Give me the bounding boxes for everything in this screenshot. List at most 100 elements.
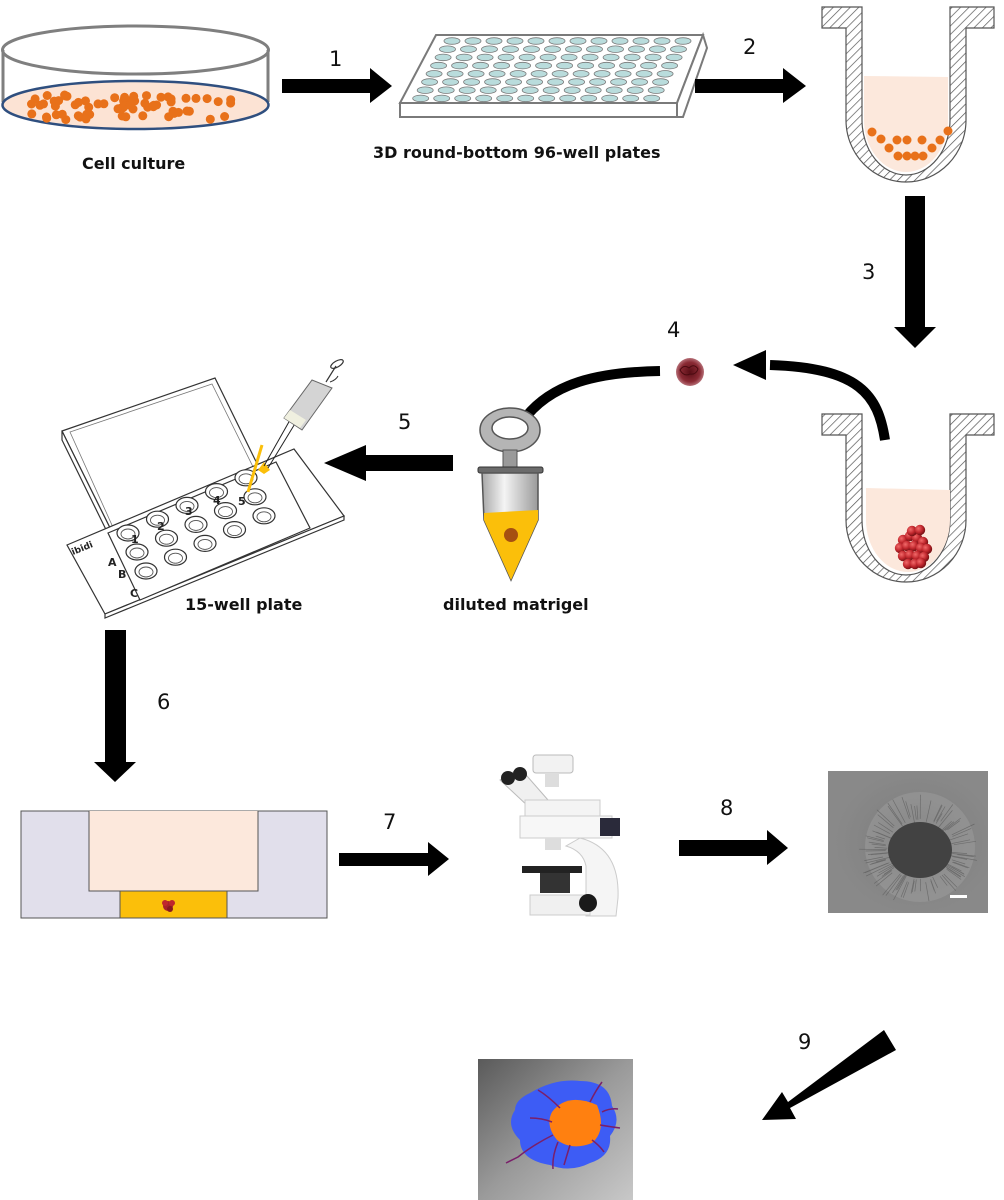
cell [191, 93, 201, 103]
well [581, 53, 599, 62]
arrow-1 [282, 68, 392, 103]
round-bottom-well-cells [821, 6, 995, 183]
row-label-a: A [108, 556, 117, 569]
well [439, 45, 456, 53]
well [589, 78, 606, 86]
well [607, 45, 624, 53]
well [559, 94, 577, 103]
cell [27, 109, 37, 119]
cell [166, 97, 176, 107]
cell [148, 102, 158, 112]
step-number-6: 6 [157, 690, 171, 714]
cell [142, 91, 151, 101]
cell [138, 111, 148, 121]
well [584, 86, 602, 94]
cell [164, 112, 174, 122]
well [605, 86, 623, 94]
well [496, 94, 514, 103]
cell [129, 91, 139, 101]
well [463, 78, 481, 86]
step-number-8: 8 [720, 796, 734, 820]
well [455, 53, 473, 62]
cell [54, 96, 64, 106]
arrow-7 [339, 842, 449, 876]
well [506, 37, 524, 45]
cell [39, 99, 48, 109]
arrow-5 [324, 445, 453, 481]
well [476, 53, 494, 62]
arrow-4-curved [733, 350, 890, 441]
well [623, 53, 641, 62]
well [514, 61, 531, 70]
well [653, 37, 671, 45]
well [547, 78, 564, 86]
col-label-5: 5 [238, 495, 246, 508]
well [535, 61, 552, 70]
well [505, 78, 522, 86]
well [502, 45, 519, 53]
well [674, 37, 692, 45]
well [500, 86, 518, 94]
well [481, 45, 498, 53]
well [434, 53, 452, 62]
step-number-2: 2 [743, 35, 757, 59]
well [593, 70, 611, 78]
well [475, 94, 493, 103]
cell [213, 97, 223, 107]
embedded-spheroid-icon [162, 900, 175, 912]
well [442, 78, 460, 86]
cell [140, 98, 150, 108]
cell [42, 113, 52, 123]
scale-bar [950, 895, 967, 898]
cell [156, 92, 166, 102]
well [451, 61, 469, 70]
well [635, 70, 653, 78]
well [538, 94, 556, 103]
well [640, 61, 657, 70]
microscope-icon [499, 754, 620, 917]
cell [182, 106, 192, 116]
diluted-matrigel-label: diluted matrigel [443, 595, 589, 614]
cell [81, 114, 91, 124]
well [521, 86, 539, 94]
spheroid-icon [894, 524, 933, 570]
well [443, 37, 461, 45]
well [460, 45, 477, 53]
col-label-1: 1 [131, 533, 139, 546]
15-well-plate-label: 15-well plate [185, 595, 303, 614]
well [644, 53, 662, 62]
well [628, 45, 645, 53]
col-label-3: 3 [185, 505, 193, 518]
well [446, 70, 464, 78]
96-well-plate-label: 3D round-bottom 96-well plates [373, 143, 661, 162]
well [568, 78, 585, 86]
arrow-8 [679, 830, 788, 865]
brightfield-micrograph [828, 771, 988, 913]
well [425, 70, 443, 78]
cell [174, 107, 183, 117]
well [421, 78, 439, 86]
well [611, 37, 629, 45]
well [518, 53, 536, 62]
well [526, 78, 543, 86]
round-bottom-well-spheroid [821, 413, 995, 583]
cell [42, 91, 52, 100]
col-label-2: 2 [157, 520, 165, 533]
well [454, 94, 472, 103]
row-label-c: C [130, 587, 138, 600]
well [670, 45, 687, 53]
well [610, 78, 627, 86]
step-number-7: 7 [383, 810, 397, 834]
cell [220, 112, 230, 121]
well [509, 70, 527, 78]
well [542, 86, 560, 94]
well [493, 61, 511, 70]
well [556, 61, 573, 70]
step-number-9: 9 [798, 1030, 812, 1054]
cell [60, 90, 70, 100]
step-number-1: 1 [329, 47, 343, 71]
well [560, 53, 578, 62]
well [590, 37, 608, 45]
well [661, 61, 678, 70]
